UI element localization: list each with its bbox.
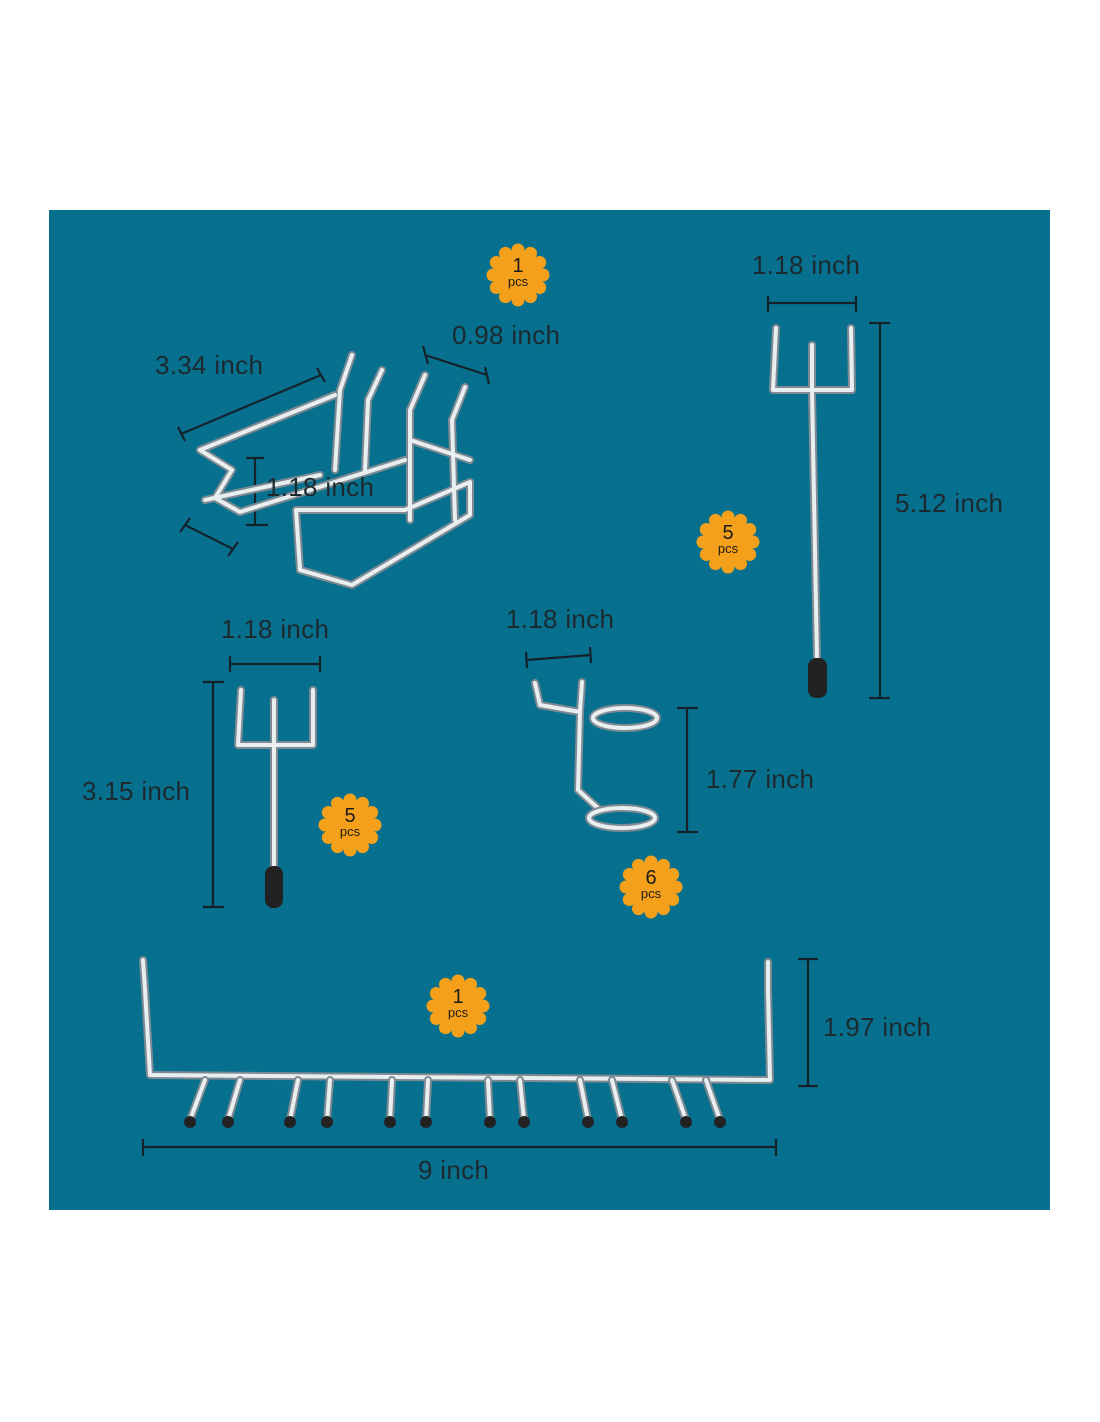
peg	[388, 1078, 394, 1122]
peg-tip	[680, 1116, 692, 1128]
peg-tip	[184, 1116, 196, 1128]
badge-count: 5	[344, 805, 356, 827]
peg	[704, 1078, 722, 1122]
ring-hook-height-label: 1.77 inch	[706, 764, 815, 794]
peg	[610, 1078, 624, 1122]
short-hook-length-label: 3.15 inch	[82, 776, 191, 806]
rubber-tip	[808, 658, 827, 698]
badge-unit: pcs	[507, 274, 529, 289]
peg	[288, 1078, 300, 1122]
peg-tip	[284, 1116, 296, 1128]
badge-unit: pcs	[339, 824, 361, 839]
peg	[670, 1078, 688, 1122]
badge-count: 1	[512, 255, 524, 277]
peg	[325, 1078, 332, 1122]
peg	[486, 1078, 492, 1122]
bar-height-label: 1.97 inch	[823, 1012, 932, 1042]
badge-unit: pcs	[447, 1005, 469, 1020]
badge-scallop-shape	[318, 793, 382, 857]
short-forked-hook-image	[234, 686, 317, 908]
badge-unit: pcs	[640, 886, 662, 901]
peg	[188, 1078, 207, 1122]
rubber-tip	[265, 866, 283, 908]
long-hook-width-label: 1.18 inch	[752, 250, 861, 280]
bar-length-label: 9 inch	[418, 1155, 490, 1185]
peg	[226, 1078, 242, 1122]
ring-hook-image	[531, 678, 661, 832]
peg-tip	[384, 1116, 396, 1128]
peg-tip	[321, 1116, 333, 1128]
peg-tip	[616, 1116, 628, 1128]
peg-tip	[222, 1116, 234, 1128]
basket-length-label: 3.34 inch	[155, 350, 264, 380]
badge-unit: pcs	[717, 541, 739, 556]
peg-tip	[518, 1116, 530, 1128]
ring-hook-width-label: 1.18 inch	[506, 604, 615, 634]
badge-shapes	[318, 243, 760, 1038]
badge-scallop-shape	[486, 243, 550, 307]
peg	[578, 1078, 590, 1122]
badge-scallop-shape	[426, 974, 490, 1038]
peg-tip	[714, 1116, 726, 1128]
badge-count: 5	[722, 522, 734, 544]
long-forked-hook-image	[769, 324, 856, 698]
badge-scallop-shape	[619, 855, 683, 919]
badge-count: 1	[452, 986, 464, 1008]
peg-tip	[582, 1116, 594, 1128]
peg	[518, 1078, 526, 1122]
basket-height-label: 1.18 inch	[266, 472, 375, 502]
badge-scallop-shape	[696, 510, 760, 574]
dimension-lines	[141, 296, 890, 1156]
badge-count: 6	[645, 867, 657, 889]
peg	[424, 1078, 430, 1122]
basket-width-label: 0.98 inch	[452, 320, 561, 350]
peg-tip	[484, 1116, 496, 1128]
multi-hook-bar-image	[139, 956, 774, 1128]
basket-hook-image	[196, 351, 474, 589]
long-hook-length-label: 5.12 inch	[895, 488, 1004, 518]
short-hook-width-label: 1.18 inch	[221, 614, 330, 644]
peg-tip	[420, 1116, 432, 1128]
